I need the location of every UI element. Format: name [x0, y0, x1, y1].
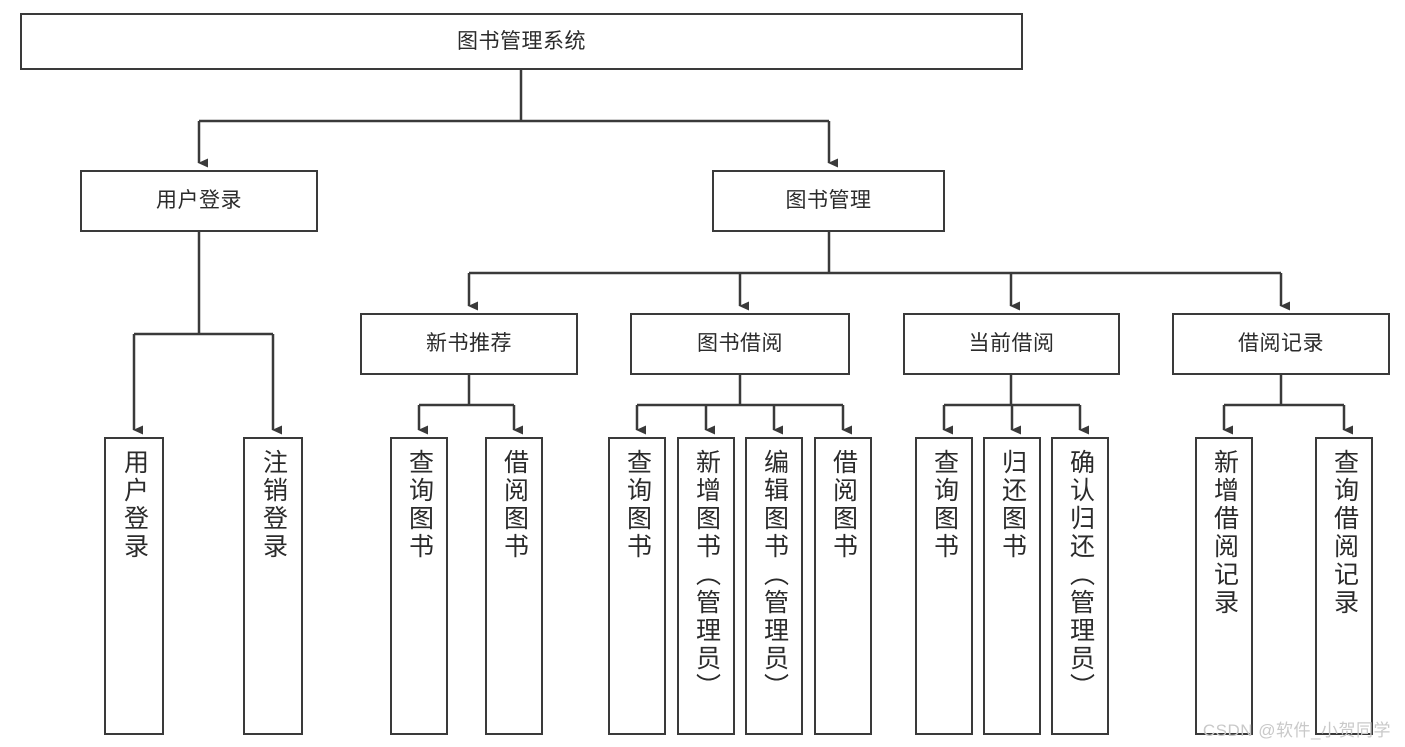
node-book-borrow[interactable]: 图书借阅 — [630, 313, 850, 375]
leaf-borrow-book-rec-label: 借阅图书 — [500, 449, 529, 561]
node-user-login[interactable]: 用户登录 — [80, 170, 318, 232]
leaf-query-borrow-record-label: 查询借阅记录 — [1330, 449, 1359, 617]
leaf-query-book-borrow-label: 查询图书 — [623, 449, 652, 561]
leaf-edit-book-admin-label: 编辑图书（管理员） — [760, 449, 789, 701]
node-user-login-label: 用户登录 — [156, 189, 242, 213]
leaf-user-login-label: 用户登录 — [120, 449, 149, 561]
node-current-borrow-label: 当前借阅 — [968, 332, 1055, 356]
leaf-add-book-admin[interactable]: 新增图书（管理员） — [677, 437, 735, 735]
node-new-book-recommend[interactable]: 新书推荐 — [360, 313, 578, 375]
leaf-return-book-label: 归还图书 — [998, 449, 1027, 561]
node-new-book-recommend-label: 新书推荐 — [426, 332, 512, 356]
leaf-logout-login-label: 注销登录 — [259, 449, 288, 561]
leaf-borrow-book-rec[interactable]: 借阅图书 — [485, 437, 543, 735]
leaf-edit-book-admin[interactable]: 编辑图书（管理员） — [745, 437, 803, 735]
leaf-add-borrow-record[interactable]: 新增借阅记录 — [1195, 437, 1253, 735]
node-root-label: 图书管理系统 — [457, 29, 586, 53]
node-borrow-record-label: 借阅记录 — [1238, 332, 1324, 356]
node-book-manage-label: 图书管理 — [785, 189, 872, 213]
leaf-add-borrow-record-label: 新增借阅记录 — [1210, 449, 1239, 617]
node-book-manage[interactable]: 图书管理 — [712, 170, 945, 232]
leaf-return-book[interactable]: 归还图书 — [983, 437, 1041, 735]
node-book-borrow-label: 图书借阅 — [697, 332, 783, 356]
leaf-user-login[interactable]: 用户登录 — [104, 437, 164, 735]
leaf-confirm-return-admin-label: 确认归还（管理员） — [1066, 449, 1095, 701]
leaf-logout-login[interactable]: 注销登录 — [243, 437, 303, 735]
leaf-query-borrow-record[interactable]: 查询借阅记录 — [1315, 437, 1373, 735]
leaf-borrow-book-label: 借阅图书 — [829, 449, 858, 561]
node-root[interactable]: 图书管理系统 — [20, 13, 1023, 70]
leaf-confirm-return-admin[interactable]: 确认归还（管理员） — [1051, 437, 1109, 735]
leaf-query-book-current[interactable]: 查询图书 — [915, 437, 973, 735]
node-current-borrow[interactable]: 当前借阅 — [903, 313, 1120, 375]
leaf-query-book-borrow[interactable]: 查询图书 — [608, 437, 666, 735]
node-borrow-record[interactable]: 借阅记录 — [1172, 313, 1390, 375]
leaf-query-book-current-label: 查询图书 — [930, 449, 959, 561]
leaf-borrow-book[interactable]: 借阅图书 — [814, 437, 872, 735]
leaf-add-book-admin-label: 新增图书（管理员） — [692, 449, 721, 701]
leaf-query-book-rec-label: 查询图书 — [405, 449, 434, 561]
leaf-query-book-rec[interactable]: 查询图书 — [390, 437, 448, 735]
